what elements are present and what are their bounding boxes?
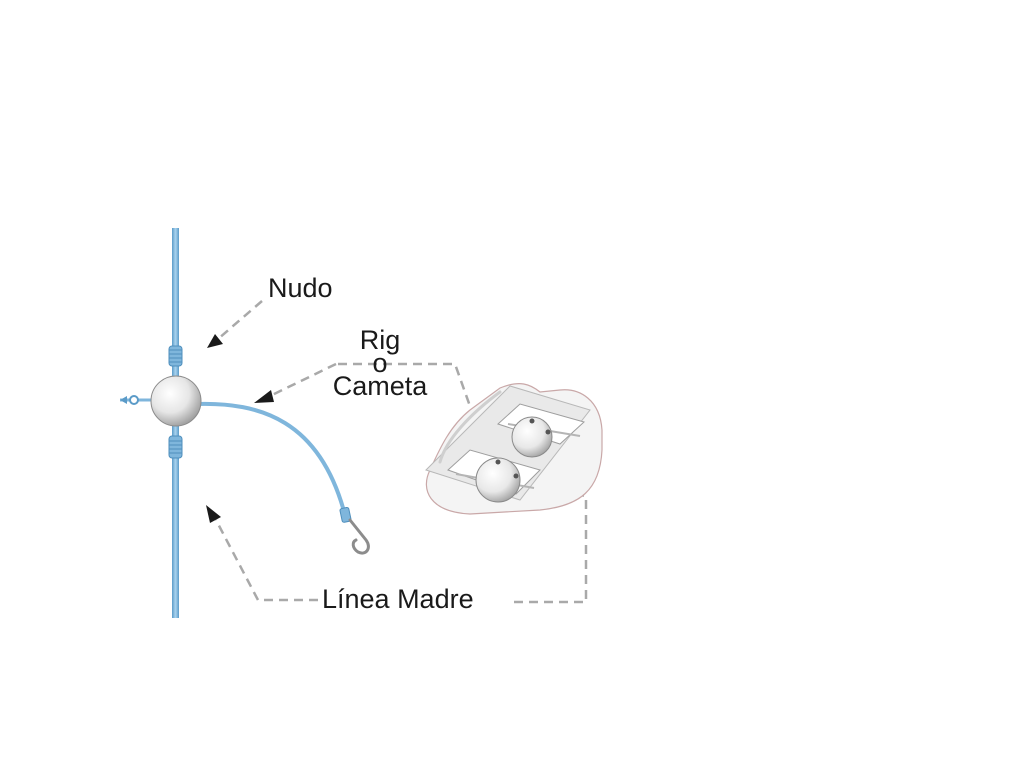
knot-pointer (207, 300, 263, 348)
rig-package-icon (425, 383, 603, 515)
label-rig-line2: o (372, 348, 388, 378)
label-rig: Rig o Cameta (310, 325, 450, 401)
label-main-line: Línea Madre (322, 584, 474, 614)
lower-knot-icon (168, 435, 183, 459)
label-rig-line1: Rig (359, 325, 401, 355)
knot-icon (168, 345, 183, 367)
label-knot: Nudo (268, 273, 333, 303)
swivel-icon (120, 395, 155, 405)
float-ball-icon (150, 375, 202, 427)
label-rig-line3: Cameta (332, 371, 428, 401)
hook-icon (348, 518, 370, 555)
branch-line-icon (194, 401, 352, 523)
